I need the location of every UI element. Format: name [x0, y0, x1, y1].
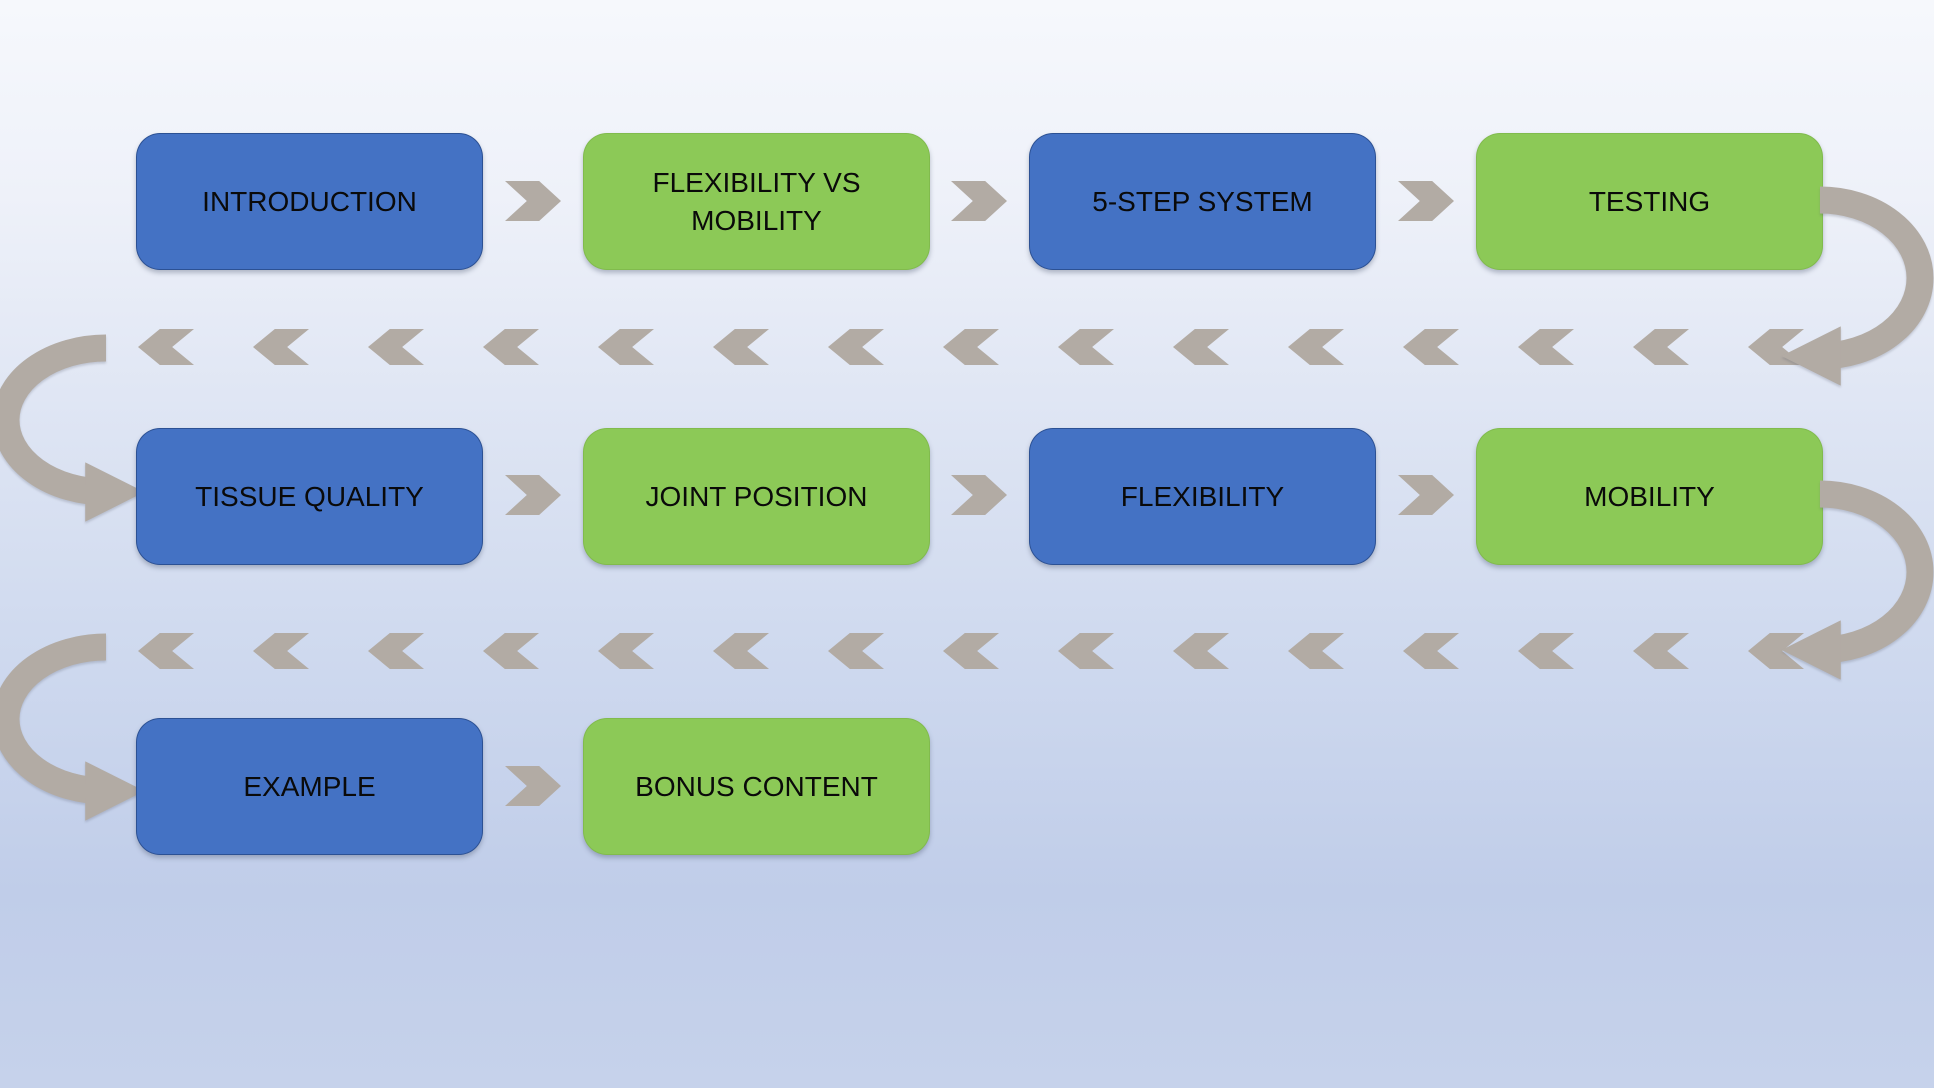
- chevron-left-icon: [368, 329, 424, 365]
- chevron-left-icon: [483, 633, 539, 669]
- return-flow-strip: [138, 329, 1805, 365]
- chevron-left-icon: [1058, 329, 1114, 365]
- flow-node-label: EXAMPLE: [243, 770, 376, 802]
- chevron-left-icon: [598, 329, 654, 365]
- flow-node-label: FLEXIBILITY: [1120, 480, 1285, 512]
- forward-arrow-icon: [951, 475, 1007, 515]
- chevron-left-icon: [368, 633, 424, 669]
- flow-node-5-step-system: 5-STEP SYSTEM: [1029, 133, 1376, 270]
- chevron-left-icon: [1173, 329, 1229, 365]
- flow-node-flexibility: FLEXIBILITY: [1029, 428, 1376, 565]
- flow-node-tissue-quality: TISSUE QUALITY: [136, 428, 483, 565]
- return-flow-strip: [138, 633, 1805, 669]
- chevron-left-icon: [828, 633, 884, 669]
- chevron-left-icon: [598, 633, 654, 669]
- flow-node-label: 5-STEP SYSTEM: [1092, 185, 1313, 217]
- chevron-left-icon: [943, 329, 999, 365]
- flow-node-introduction: INTRODUCTION: [136, 133, 483, 270]
- flow-node-label: TISSUE QUALITY: [195, 480, 424, 512]
- flow-node-label: FLEXIBILITY VS MOBILITY: [652, 166, 861, 236]
- chevron-left-icon: [713, 329, 769, 365]
- forward-arrow-icon: [951, 181, 1007, 221]
- chevron-left-icon: [1288, 329, 1344, 365]
- chevron-left-icon: [1403, 633, 1459, 669]
- chevron-left-icon: [253, 329, 309, 365]
- chevron-left-icon: [828, 329, 884, 365]
- chevron-left-icon: [713, 633, 769, 669]
- loop-arrow-right-icon: [1781, 186, 1934, 386]
- forward-arrow-icon: [505, 766, 561, 806]
- forward-arrow-icon: [1398, 475, 1454, 515]
- chevron-left-icon: [138, 633, 194, 669]
- chevron-left-icon: [483, 329, 539, 365]
- chevron-left-icon: [1403, 329, 1459, 365]
- chevron-left-icon: [1518, 633, 1574, 669]
- flow-node-label: BONUS CONTENT: [635, 770, 878, 802]
- loop-arrow-left-icon: [0, 334, 145, 522]
- flow-node-example: EXAMPLE: [136, 718, 483, 855]
- forward-arrow-icon: [505, 475, 561, 515]
- chevron-left-icon: [138, 329, 194, 365]
- flow-node-testing: TESTING: [1476, 133, 1823, 270]
- flow-node-label: MOBILITY: [1584, 480, 1715, 512]
- forward-arrow-icon: [1398, 181, 1454, 221]
- flow-node-label: TESTING: [1588, 185, 1711, 217]
- chevron-left-icon: [1173, 633, 1229, 669]
- flow-node-joint-position: JOINT POSITION: [583, 428, 930, 565]
- loop-arrow-left-icon: [0, 633, 145, 821]
- flow-node-mobility: MOBILITY: [1476, 428, 1823, 565]
- flow-node-flexibility-vs-mobility: FLEXIBILITY VS MOBILITY: [583, 133, 930, 270]
- flow-node-bonus-content: BONUS CONTENT: [583, 718, 930, 855]
- chevron-left-icon: [1633, 329, 1689, 365]
- flow-node-label: INTRODUCTION: [202, 185, 417, 217]
- chevron-left-icon: [1058, 633, 1114, 669]
- loop-arrow-right-icon: [1781, 480, 1934, 680]
- chevron-left-icon: [1288, 633, 1344, 669]
- forward-arrow-icon: [505, 181, 561, 221]
- flow-node-label: JOINT POSITION: [645, 480, 868, 512]
- chevron-left-icon: [943, 633, 999, 669]
- chevron-left-icon: [1518, 329, 1574, 365]
- chevron-left-icon: [1633, 633, 1689, 669]
- chevron-left-icon: [253, 633, 309, 669]
